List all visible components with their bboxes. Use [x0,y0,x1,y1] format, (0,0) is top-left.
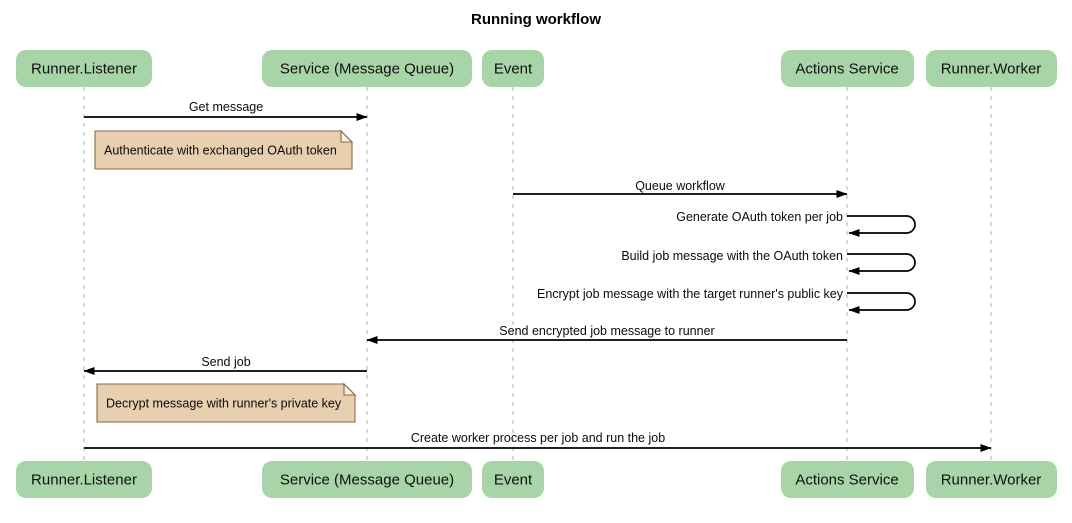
message-path-build-job-message-with-oauth-token [847,253,916,275]
participant-box-actions_service-bottom[interactable] [781,461,914,498]
message-encrypt-job-message-with-public-key[interactable]: Encrypt job message with the target runn… [537,287,916,314]
participant-box-event-top[interactable] [482,50,544,87]
note-fold-icon-authenticate-with-exchanged-oauth-token [340,129,354,143]
participant-box-runner_listener-bottom[interactable] [16,461,152,498]
message-label-send-job: Send job [201,355,250,369]
message-generate-oauth-token-per-job[interactable]: Generate OAuth token per job [676,210,916,237]
participant-box-message_queue-bottom[interactable] [262,461,472,498]
participant-label-event-top: Event [494,60,533,77]
note-authenticate-with-exchanged-oauth-token: Authenticate with exchanged OAuth token [94,129,354,170]
message-create-worker-process-per-job[interactable]: Create worker process per job and run th… [84,431,992,452]
note-text-authenticate-with-exchanged-oauth-token: Authenticate with exchanged OAuth token [104,143,337,157]
participant-label-actions_service-top: Actions Service [795,60,898,77]
message-label-generate-oauth-token-per-job: Generate OAuth token per job [676,210,843,224]
participants-bottom-group: Runner.Listener Service (Message Queue) Ev… [16,461,1057,498]
message-label-build-job-message-with-oauth-token: Build job message with the OAuth token [621,249,843,263]
participant-box-runner_worker-bottom[interactable] [926,461,1057,498]
message-label-get-message: Get message [189,100,263,114]
message-path-encrypt-job-message-with-public-key [847,292,916,314]
note-body-authenticate-with-exchanged-oauth-token [94,130,353,170]
note-body-decrypt-message-with-runners-private-key [96,383,356,423]
participant-box-message_queue-top[interactable] [262,50,472,87]
participant-label-actions_service-bottom: Actions Service [795,471,898,488]
participant-box-runner_listener-top[interactable] [16,50,152,87]
message-build-job-message-with-oauth-token[interactable]: Build job message with the OAuth token [621,249,916,275]
note-fold-icon-decrypt-message-with-runners-private-key [343,382,357,396]
message-queue-workflow[interactable]: Queue workflow [513,179,848,198]
message-send-encrypted-job-message-to-runner[interactable]: Send encrypted job message to runner [366,324,847,344]
participant-label-runner_worker-bottom: Runner.Worker [941,471,1042,488]
participant-label-message_queue-bottom: Service (Message Queue) [280,471,454,488]
message-path-generate-oauth-token-per-job [847,215,916,237]
note-decrypt-message-with-runners-private-key: Decrypt message with runner's private ke… [96,382,357,423]
participant-label-runner_worker-top: Runner.Worker [941,60,1042,77]
participant-box-actions_service-top[interactable] [781,50,914,87]
participant-box-event-bottom[interactable] [482,461,544,498]
participants-top-group: Runner.Listener Service (Message Queue) Ev… [16,50,1057,87]
participant-label-event-bottom: Event [494,471,533,488]
message-label-create-worker-process-per-job: Create worker process per job and run th… [411,431,665,445]
participant-label-runner_listener-top: Runner.Listener [31,60,137,77]
message-send-job[interactable]: Send job [83,355,367,375]
message-get-message[interactable]: Get message [84,100,368,121]
participant-label-message_queue-top: Service (Message Queue) [280,60,454,77]
participant-label-runner_listener-bottom: Runner.Listener [31,471,137,488]
notes-group: Authenticate with exchanged OAuth tokenD… [94,129,357,423]
message-label-send-encrypted-job-message-to-runner: Send encrypted job message to runner [499,324,714,338]
message-label-encrypt-job-message-with-public-key: Encrypt job message with the target runn… [537,287,844,301]
diagram-title: Running workflow [471,11,601,28]
participant-box-runner_worker-top[interactable] [926,50,1057,87]
note-text-decrypt-message-with-runners-private-key: Decrypt message with runner's private ke… [106,396,342,410]
message-label-queue-workflow: Queue workflow [635,179,726,193]
